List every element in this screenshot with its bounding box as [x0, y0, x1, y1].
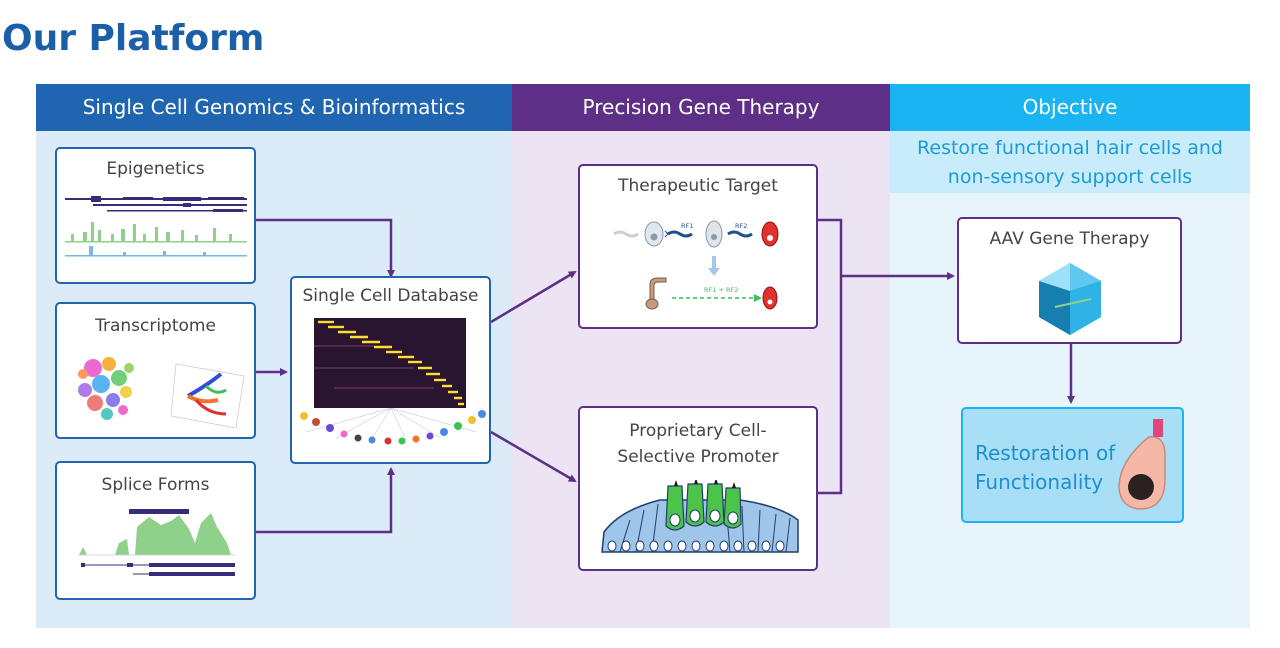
reprogramming-diagram: RF1 RF2 RF1 + RF2: [613, 220, 779, 310]
restoration-label: Restoration of Functionality: [975, 439, 1125, 497]
epigenetics-connector: [256, 218, 395, 278]
rf-combo-label: RF1 + RF2: [704, 286, 738, 294]
aav-gene-therapy-title: AAV Gene Therapy: [989, 229, 1150, 249]
restoration-label-line-2: Functionality: [975, 470, 1104, 494]
promoter-title-line-2: Selective Promoter: [617, 447, 779, 467]
splice-forms-image: [79, 509, 235, 576]
aav-capsid-icon: [1039, 263, 1101, 335]
hair-cell-icon: [1118, 419, 1166, 510]
splice-connector: [256, 467, 395, 534]
genomics-header: Single Cell Genomics & Bioinformatics: [36, 84, 512, 131]
epigenetics-title: Epigenetics: [106, 159, 205, 179]
transcriptome-box: Transcriptome: [55, 302, 256, 439]
epigenetics-track-image: [65, 196, 247, 257]
single-cell-database-box: Single Cell Database: [290, 276, 491, 464]
db-to-promoter-connector: [490, 430, 577, 483]
promoter-title-line-1: Proprietary Cell-: [629, 421, 767, 441]
transcriptome-title: Transcriptome: [95, 316, 216, 336]
db-to-target-connector: [490, 270, 577, 324]
therapeutic-target-box: Therapeutic Target RF1 RF2 RF1 + RF2: [578, 164, 818, 329]
rf1-label: RF1: [681, 222, 693, 230]
splice-forms-title: Splice Forms: [101, 475, 210, 495]
expression-heatmap-image: [314, 318, 466, 408]
epigenetics-box: Epigenetics: [55, 147, 256, 284]
promoter-box: Proprietary Cell- Selective Promoter: [578, 406, 818, 571]
objective-line-2: non-sensory support cells: [947, 166, 1193, 188]
cochlear-epithelium-image: [601, 480, 799, 553]
single-cell-database-title: Single Cell Database: [302, 286, 479, 306]
page-title: Our Platform: [2, 18, 265, 59]
transcriptome-cluster-plots: [78, 357, 245, 428]
objective-statement: Restore functional hair cells and non-se…: [890, 131, 1250, 193]
target-merge-connector: [818, 218, 843, 495]
aav-gene-therapy-box: AAV Gene Therapy: [957, 217, 1182, 344]
promoter-title: Proprietary Cell- Selective Promoter: [580, 418, 816, 470]
splice-forms-box: Splice Forms: [55, 461, 256, 600]
therapy-header: Precision Gene Therapy: [512, 84, 890, 131]
cell-type-icons: [300, 408, 486, 445]
restoration-label-line-1: Restoration of: [975, 441, 1116, 465]
therapeutic-target-title: Therapeutic Target: [618, 176, 778, 196]
objective-header: Objective: [890, 84, 1250, 131]
objective-line-1: Restore functional hair cells and: [917, 137, 1223, 159]
rf2-label: RF2: [735, 222, 747, 230]
restoration-box: Restoration of Functionality: [961, 407, 1184, 523]
